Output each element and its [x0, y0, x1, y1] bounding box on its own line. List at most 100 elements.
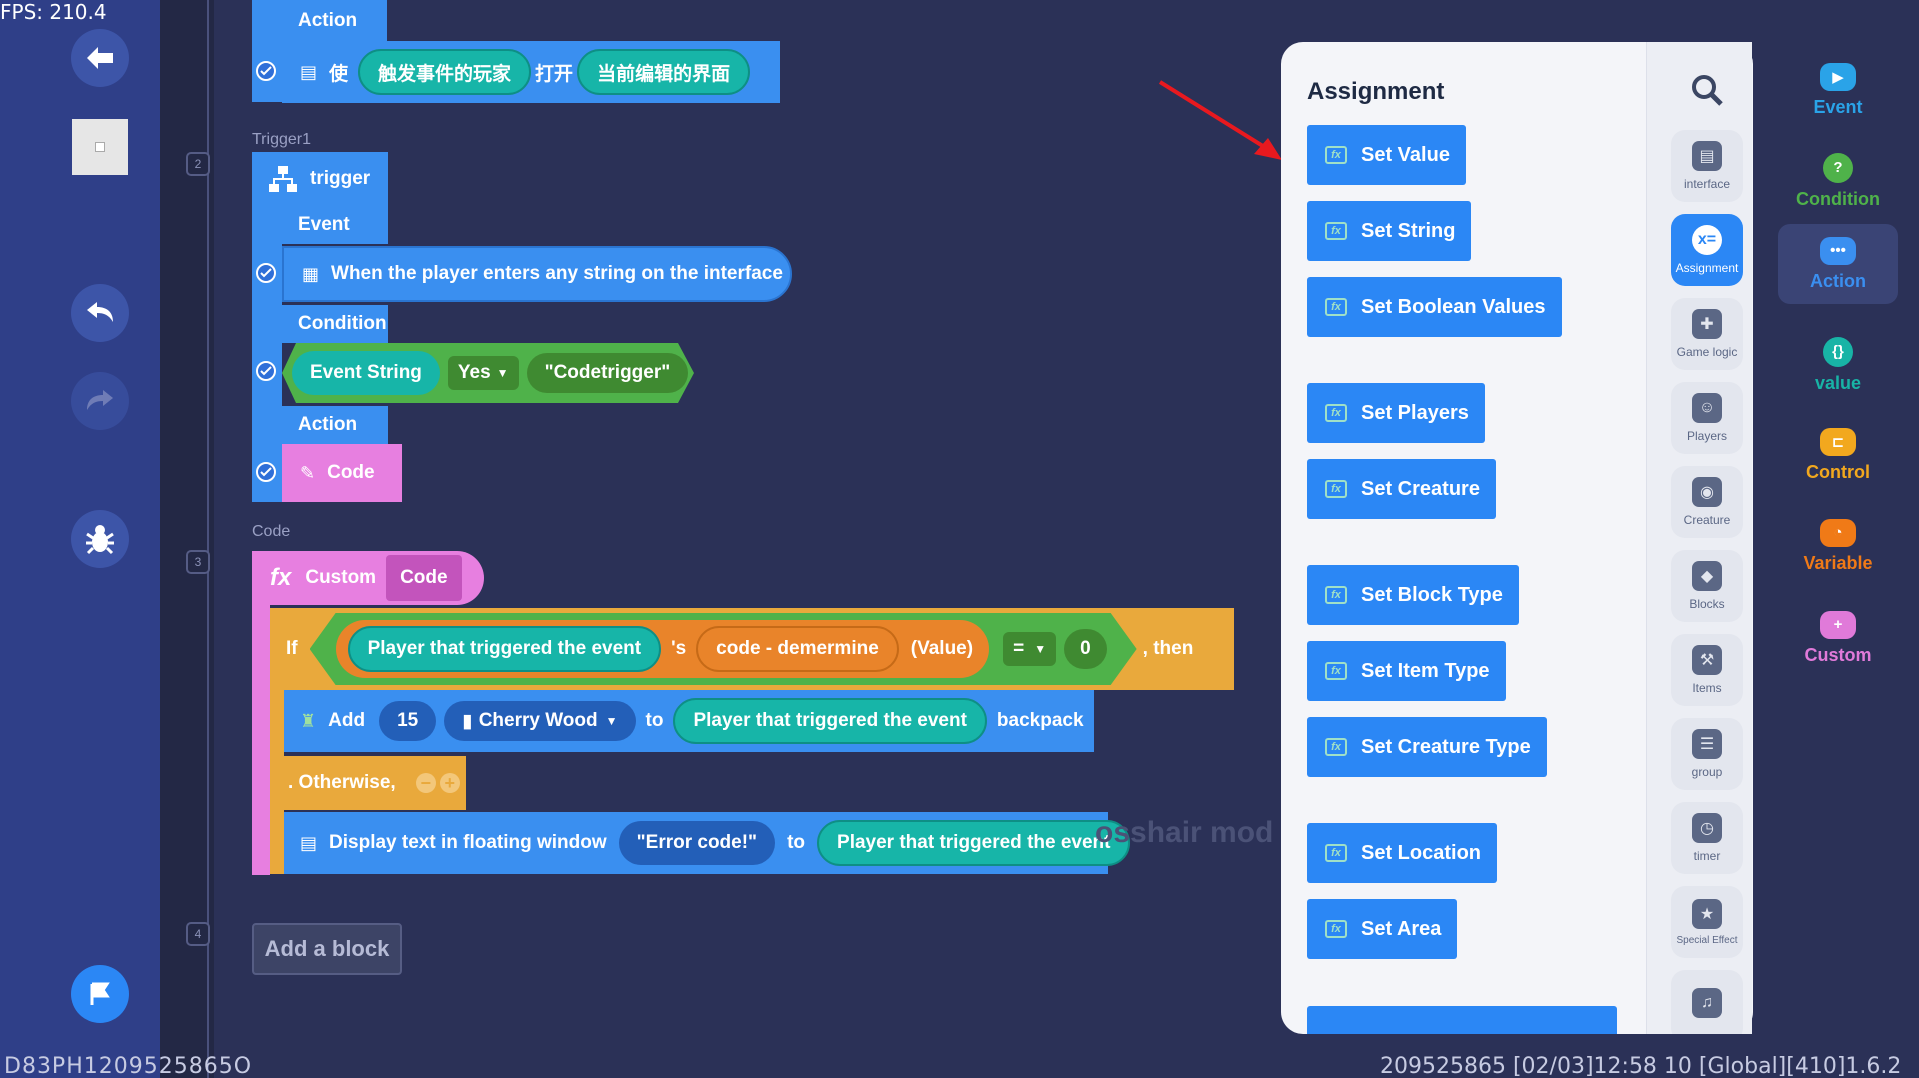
- nav-condition[interactable]: ?Condition: [1778, 141, 1898, 221]
- run-button[interactable]: [71, 965, 129, 1023]
- interface-icon: ▦: [302, 263, 320, 284]
- category-creature[interactable]: ◉Creature: [1671, 466, 1743, 538]
- category-assignment[interactable]: x=Assignment: [1671, 214, 1743, 286]
- custom-header[interactable]: fx Custom Code: [252, 551, 484, 605]
- operator-value: Yes: [457, 362, 491, 383]
- nav-control[interactable]: ⊏Control: [1778, 415, 1898, 495]
- ui-pill[interactable]: 当前编辑的界面: [577, 49, 751, 95]
- check-icon[interactable]: [256, 263, 276, 283]
- nav-event[interactable]: ▶Event: [1778, 50, 1898, 130]
- scene-thumbnail[interactable]: [72, 119, 128, 175]
- category-label: Players: [1686, 429, 1727, 443]
- player-pill[interactable]: Player that triggered the event: [348, 626, 661, 672]
- category-label: Special Effect: [1676, 934, 1738, 946]
- trigger-header[interactable]: trigger: [252, 152, 388, 206]
- message-pill[interactable]: "Error code!": [618, 821, 776, 865]
- category-column: ▤interface x=Assignment ✚Game logic ☺Pla…: [1646, 42, 1752, 1034]
- event-string-pill[interactable]: Event String: [292, 351, 440, 395]
- fx-icon: fx: [1325, 404, 1347, 422]
- item-dropdown[interactable]: ▮Cherry Wood▼: [444, 701, 636, 741]
- check-icon[interactable]: [256, 61, 276, 81]
- category-timer[interactable]: ◷ timer: [1671, 802, 1743, 874]
- category-label: Blocks: [1689, 597, 1725, 611]
- code-icon: ✎: [300, 462, 316, 483]
- nav-custom[interactable]: +Custom: [1778, 598, 1898, 678]
- fx-icon: fx: [1325, 586, 1347, 604]
- verb-text: 使: [329, 63, 349, 85]
- palette-button-partial[interactable]: [1307, 1006, 1617, 1034]
- category-special-effect[interactable]: ★Special Effect: [1671, 886, 1743, 958]
- button-label: Set Item Type: [1361, 659, 1490, 682]
- category-music[interactable]: ♫: [1671, 970, 1743, 1034]
- action-icon: •••: [1820, 236, 1856, 265]
- event-block[interactable]: ▦ When the player enters any string on t…: [282, 246, 792, 302]
- condition-block[interactable]: Event String Yes▼ "Codetrigger": [282, 343, 694, 403]
- category-game-logic[interactable]: ✚Game logic: [1671, 298, 1743, 370]
- undo-button[interactable]: [71, 284, 129, 342]
- button-label: Set Players: [1361, 401, 1469, 424]
- player-pill[interactable]: Player that triggered the event: [673, 698, 987, 744]
- player-pill[interactable]: Player that triggered the event: [817, 820, 1131, 866]
- category-blocks[interactable]: ◆ Blocks: [1671, 550, 1743, 622]
- nav-variable[interactable]: ◔Variable: [1778, 506, 1898, 586]
- category-items[interactable]: ⚒Items: [1671, 634, 1743, 706]
- category-label: timer: [1693, 849, 1721, 863]
- if-block[interactable]: If Player that triggered the event 's co…: [270, 608, 1234, 690]
- backpack-label: backpack: [996, 710, 1084, 731]
- chat-icon: ▤: [300, 832, 318, 853]
- cube-icon: ◆: [1692, 561, 1722, 591]
- comparison-block[interactable]: Player that triggered the event 's code …: [310, 613, 1137, 685]
- category-group[interactable]: ☰group: [1671, 718, 1743, 790]
- trigger-label: trigger: [310, 168, 371, 189]
- trigger-stem: [252, 204, 282, 502]
- category-players[interactable]: ☺Players: [1671, 382, 1743, 454]
- open-ui-action[interactable]: ▤ 使 触发事件的玩家 打开 当前编辑的界面: [282, 41, 780, 103]
- redo-button[interactable]: [71, 372, 129, 430]
- nav-value[interactable]: {}value: [1778, 325, 1898, 405]
- fx-icon: fx: [1325, 146, 1347, 164]
- category-interface[interactable]: ▤interface: [1671, 130, 1743, 202]
- nav-action[interactable]: •••Action: [1778, 224, 1898, 304]
- minus-icon[interactable]: −: [415, 773, 436, 793]
- section-label-trigger: Trigger1: [252, 131, 311, 148]
- search-icon[interactable]: [1689, 72, 1725, 108]
- operator-dropdown[interactable]: Yes▼: [447, 356, 519, 390]
- add-block-button[interactable]: Add a block: [252, 923, 402, 975]
- timer-icon: ◷: [1692, 813, 1722, 843]
- equals-dropdown[interactable]: =▼: [1003, 632, 1056, 666]
- set-players-button[interactable]: fx Set Players: [1307, 383, 1485, 443]
- line-number: 2: [186, 152, 210, 176]
- flag-icon: [90, 982, 110, 1005]
- quantity-pill[interactable]: 15: [379, 701, 437, 741]
- debug-button[interactable]: [71, 510, 129, 568]
- custom-name-field[interactable]: Code: [386, 555, 462, 601]
- plus-icon[interactable]: +: [439, 773, 460, 793]
- otherwise-block[interactable]: . Otherwise, − +: [284, 756, 466, 810]
- back-button[interactable]: [71, 29, 129, 87]
- fx-icon: fx: [1325, 920, 1347, 938]
- code-action-block[interactable]: ✎ Code: [282, 444, 402, 502]
- number-pill[interactable]: 0: [1064, 629, 1107, 669]
- nav-label: Event: [1813, 96, 1863, 117]
- category-label: Items: [1692, 681, 1722, 695]
- check-icon[interactable]: [256, 361, 276, 381]
- field-pill[interactable]: code - demermine: [696, 626, 899, 672]
- target-pill[interactable]: 触发事件的玩家: [358, 49, 532, 95]
- add-item-block[interactable]: ♜ Add 15 ▮Cherry Wood▼ to Player that tr…: [284, 690, 1094, 752]
- fps-counter: FPS: 210.4: [0, 0, 107, 24]
- property-block[interactable]: Player that triggered the event 's code …: [336, 620, 989, 678]
- code-canvas[interactable]: Action ▤ 使 触发事件的玩家 打开 当前编辑的界面 Trigger1 t…: [214, 0, 1919, 1078]
- display-text-block[interactable]: ▤ Display text in floating window "Error…: [284, 812, 1131, 874]
- string-value-pill[interactable]: "Codetrigger": [526, 353, 689, 393]
- check-icon[interactable]: [256, 462, 276, 482]
- line-gutter: [160, 0, 214, 1078]
